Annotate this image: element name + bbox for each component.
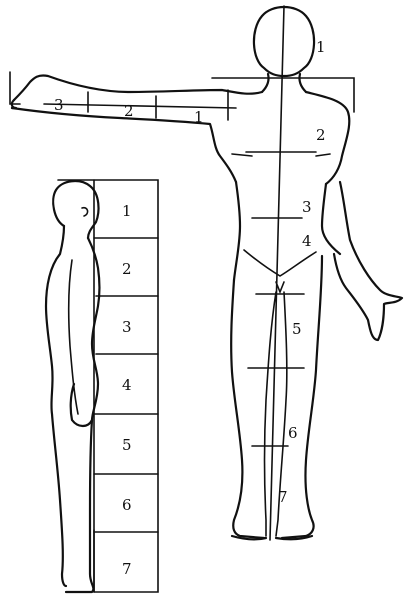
ruler-label-2: 2 [122,260,132,278]
side-back [46,226,66,586]
front-leg-inner-left [265,292,277,536]
ruler-label-5: 5 [122,436,132,454]
front-label-5: 5 [292,320,302,338]
side-leg-front [66,420,93,592]
side-arm [69,260,78,414]
arm-label-3: 3 [54,96,64,114]
ruler-label-7: 7 [122,560,132,578]
front-leg-left [231,280,264,538]
ruler-label-1: 1 [122,202,132,220]
front-arm-top [14,75,262,100]
front-label-2: 2 [316,126,326,144]
ruler-label-4: 4 [122,376,132,394]
arm-label-2: 2 [124,102,134,120]
front-label-6: 6 [288,424,298,442]
side-figure [46,180,158,592]
front-label-3: 3 [302,198,312,216]
front-waist-left [234,182,240,280]
front-leg-right [282,256,322,538]
front-torso-right [306,92,349,184]
front-pelvis [244,250,316,276]
front-label-1: 1 [316,38,326,56]
front-waist-right [322,184,340,254]
side-ear [82,208,88,216]
ruler-label-3: 3 [122,318,132,336]
ruler-label-6: 6 [122,496,132,514]
front-label-4: 4 [302,232,312,250]
front-label-7: 7 [278,488,288,506]
front-shoulder-box [212,78,354,112]
side-head [53,181,98,238]
front-chest [232,152,330,156]
front-figure: 1 2 3 4 5 6 7 3 2 1 [10,6,402,540]
arm-axis [44,104,236,108]
arm-label-1: 1 [194,108,204,126]
front-right-arm [334,182,402,340]
